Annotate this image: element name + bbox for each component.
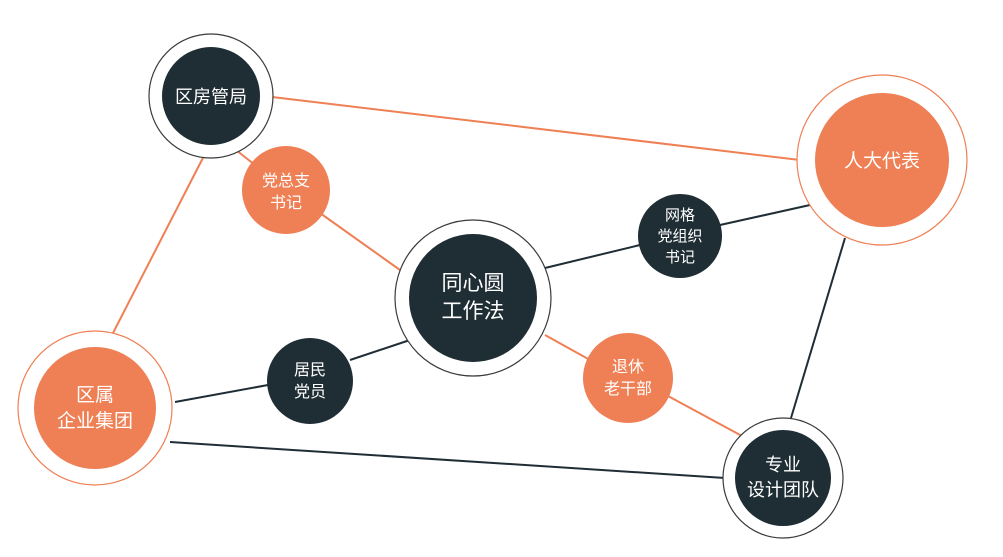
- node-district-enterprise: 区属 企业集团: [17, 330, 173, 486]
- node-grid-party-secretary-line-3: 书记: [665, 248, 695, 266]
- line-grid-to-npc: [719, 204, 811, 226]
- node-resident-party-member-line-2: 党员: [294, 382, 326, 401]
- line-center-to-grid: [544, 244, 641, 269]
- node-center-line-1: 同心圆: [442, 271, 505, 295]
- node-grid-party-secretary: 网格 党组织 书记: [638, 194, 722, 278]
- node-party-branch-secretary-circle: [242, 146, 330, 234]
- node-center-circle: [409, 234, 537, 362]
- node-retired-cadre-line-1: 退休: [612, 357, 644, 376]
- line-housing-to-npc: [271, 96, 801, 161]
- node-district-enterprise-line-1: 区属: [76, 384, 114, 406]
- line-resident-to-enterprise: [174, 384, 269, 403]
- node-grid-party-secretary-circle: [638, 194, 722, 278]
- node-housing-bureau-line-1: 区房管局: [175, 87, 247, 108]
- line-housing-to-enterprise: [112, 149, 208, 334]
- node-design-team-line-2: 设计团队: [747, 480, 819, 501]
- node-center: 同心圆 工作法: [394, 219, 552, 377]
- node-housing-bureau-circle: [162, 47, 260, 145]
- line-center-to-resident: [349, 339, 411, 361]
- node-npc-deputy: 人大代表: [796, 74, 968, 246]
- line-retired-to-design: [667, 395, 743, 437]
- node-design-team: 专业 设计团队: [722, 417, 844, 539]
- node-retired-cadre-circle: [583, 333, 673, 423]
- line-enterprise-to-design: [169, 441, 726, 479]
- node-retired-cadre-line-2: 老干部: [604, 379, 652, 398]
- node-retired-cadre: 退休 老干部: [583, 333, 673, 423]
- node-party-branch-secretary-line-2: 书记: [270, 193, 302, 212]
- node-npc-deputy-circle: [815, 93, 949, 227]
- node-grid-party-secretary-line-1: 网格: [665, 206, 695, 224]
- node-resident-party-member-circle: [267, 338, 353, 424]
- line-npc-to-design: [790, 237, 846, 419]
- node-npc-deputy-line-1: 人大代表: [844, 150, 920, 172]
- node-grid-party-secretary-line-2: 党组织: [657, 227, 702, 245]
- node-district-enterprise-circle: [34, 347, 156, 469]
- node-resident-party-member: 居民 党员: [267, 338, 353, 424]
- node-housing-bureau: 区房管局: [148, 33, 274, 159]
- node-center-line-2: 工作法: [442, 299, 505, 323]
- node-party-branch-secretary-line-1: 党总支: [262, 171, 310, 190]
- node-design-team-circle: [735, 430, 831, 526]
- line-party-branch-to-center: [319, 212, 401, 271]
- node-resident-party-member-line-1: 居民: [294, 360, 326, 379]
- node-design-team-line-1: 专业: [765, 455, 801, 476]
- line-center-to-retired: [544, 334, 591, 361]
- node-district-enterprise-line-2: 企业集团: [57, 410, 133, 432]
- connection-lines: [112, 96, 846, 479]
- node-party-branch-secretary: 党总支 书记: [242, 146, 330, 234]
